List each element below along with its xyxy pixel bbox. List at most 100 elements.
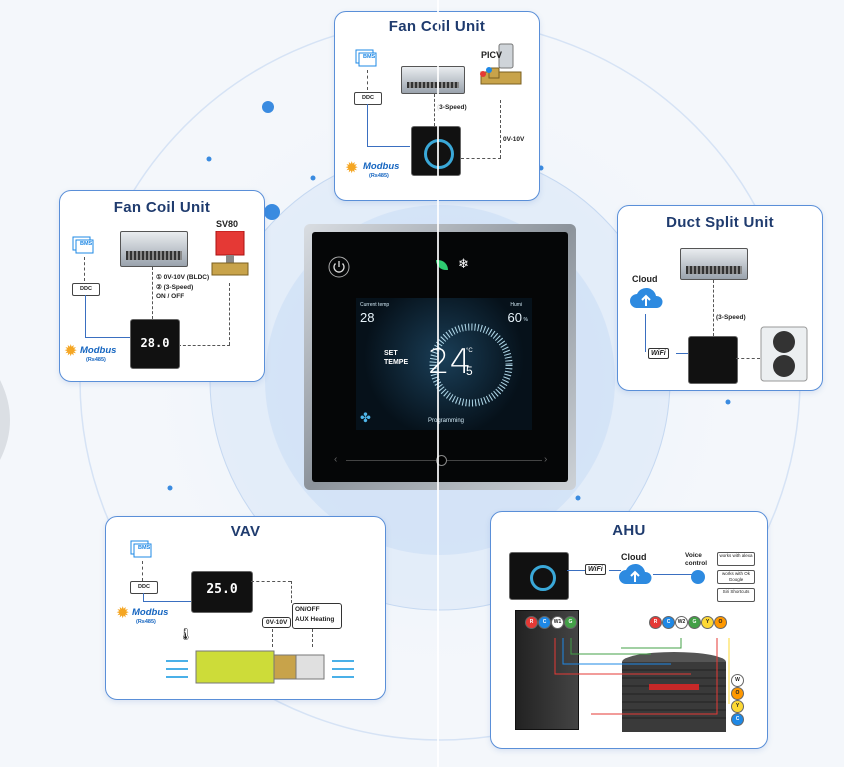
humi-unit: % <box>523 317 528 323</box>
terminal-c: C <box>538 616 551 629</box>
picv-label: PICV <box>481 50 503 60</box>
bms-icon <box>130 540 152 558</box>
terminal-g: G <box>688 616 701 629</box>
dot <box>264 204 280 220</box>
bms-label: BMS <box>138 545 151 551</box>
speed-label: (3-Speed) <box>716 314 746 321</box>
center-divider <box>437 0 439 767</box>
thermostat: 25.0 <box>191 571 253 613</box>
humi-value: 60 <box>507 310 522 325</box>
picv-valve-icon <box>480 43 522 85</box>
ddc-box: DDC <box>130 581 158 594</box>
option-2: ② (3-Speed) <box>156 284 194 291</box>
right-arrow-icon[interactable]: › <box>544 454 548 465</box>
bms-icon <box>72 236 94 254</box>
modbus-logo-icon: ✹ <box>116 605 130 622</box>
panel-title: AHU <box>612 522 646 539</box>
set-temp-value: 24 <box>428 342 472 382</box>
panel-title: Fan Coil Unit <box>113 199 211 216</box>
cloud-icon <box>619 563 652 584</box>
panel-ahu: AHU WiFi Cloud Voice control works with … <box>490 511 768 749</box>
sv80-valve-icon <box>211 231 249 276</box>
vav-box-icon <box>166 650 354 684</box>
terminal-g: G <box>564 616 577 629</box>
current-temp-value: 28 <box>360 310 375 325</box>
aux-onoff: ON/OFF <box>295 606 320 613</box>
modbus-label: Modbus <box>363 161 400 172</box>
onoff-label: ON / OFF <box>156 293 185 300</box>
fan-coil-unit <box>401 66 465 94</box>
panel-title: Fan Coil Unit <box>388 18 486 35</box>
panel-fcu-left: Fan Coil Unit BMS DDC SV80 ① 0V-10V (BLD… <box>59 190 265 382</box>
set-label-1: SET <box>384 350 398 357</box>
modbus-logo-icon: ✹ <box>64 343 78 360</box>
terminal-c: C <box>731 713 744 726</box>
set-temp-decimal: 5 <box>466 364 473 378</box>
modbus-label: Modbus <box>132 607 169 618</box>
left-arrow-icon[interactable]: ‹ <box>334 454 338 465</box>
wiring <box>554 638 730 715</box>
option-1: ① 0V-10V (BLDC) <box>156 274 210 281</box>
panel-vav: VAV BMS DDC ✹ Modbus (Rs485) 25.0 0V-10V… <box>105 516 386 700</box>
terminal-o: O <box>731 687 744 700</box>
temp-dial[interactable] <box>426 320 516 410</box>
cloud-icon <box>630 287 663 308</box>
google-badge: works with Ok Google <box>717 570 755 584</box>
terminal-w1: W1 <box>551 616 564 629</box>
volt-label: 0V-10V <box>262 617 292 628</box>
fan-icon[interactable]: ✤ <box>360 410 371 425</box>
ddc-box: DDC <box>72 283 100 296</box>
mode-label: Programming <box>428 418 465 424</box>
cloud-label: Cloud <box>632 274 658 284</box>
wifi-badge: WiFi <box>648 348 669 359</box>
set-label-2: TEMPE <box>384 359 409 366</box>
set-temp-unit: °C <box>466 348 473 354</box>
wifi-badge: WiFi <box>585 564 606 575</box>
modbus-label: Modbus <box>80 345 117 356</box>
thermostat <box>411 126 461 176</box>
aux-heating: AUX Heating <box>295 616 335 623</box>
terminal-y: Y <box>731 700 744 713</box>
alexa-badge: works with alexa <box>717 552 755 566</box>
cloud-label: Cloud <box>621 552 647 562</box>
display: Current temp 28 Humi 60 % SET TEMPE 24 5… <box>356 298 532 430</box>
panel-title: VAV <box>230 523 261 540</box>
modbus-sub: (Rs485) <box>136 619 156 625</box>
leaf-icon <box>436 260 448 270</box>
slider-knob[interactable] <box>436 455 447 466</box>
thermostat <box>688 336 738 384</box>
siri-badge: Siri Shortcuts <box>717 588 755 602</box>
thermostat <box>509 552 569 600</box>
terminal-r: R <box>525 616 538 629</box>
temp-sensor-icon: 🌡 <box>178 627 194 641</box>
panel-title: Duct Split Unit <box>666 214 774 231</box>
dot <box>262 101 274 113</box>
modbus-sub: (Rs485) <box>86 357 106 363</box>
thermostat: 28.0 <box>130 319 180 369</box>
terminal-y: Y <box>701 616 714 629</box>
current-temp-label: Current temp <box>360 302 390 308</box>
aux-box: ON/OFF AUX Heating <box>292 603 342 629</box>
power-icon[interactable] <box>328 256 350 278</box>
volt-label: 0V-10V <box>503 136 525 143</box>
panel-duct-split: Duct Split Unit Cloud WiFi (3-Speed) <box>617 205 823 391</box>
terminal-c: C <box>662 616 675 629</box>
humi-label: Humi <box>510 302 522 308</box>
thermostat-display: 28.0 <box>140 336 170 350</box>
terminal-w: W <box>731 674 744 687</box>
main-screen: ❄ Current temp 28 Humi 60 % SET TEMPE 24… <box>312 232 568 482</box>
outdoor-unit-icon <box>760 326 808 382</box>
air-handler-icon <box>515 610 579 730</box>
ddc-box: DDC <box>354 92 382 105</box>
voice-label-1: Voice <box>685 552 702 559</box>
duct-unit <box>680 248 748 280</box>
voice-label-2: control <box>685 560 708 567</box>
terminal-r: R <box>649 616 662 629</box>
bms-icon <box>355 49 377 67</box>
terminal-o: O <box>714 616 727 629</box>
speed-label: (3-Speed) <box>437 104 467 111</box>
valve-label: SV80 <box>216 219 239 229</box>
bms-label: BMS <box>363 54 376 60</box>
thermostat-display: 25.0 <box>206 582 238 597</box>
snowflake-icon: ❄ <box>458 256 469 271</box>
